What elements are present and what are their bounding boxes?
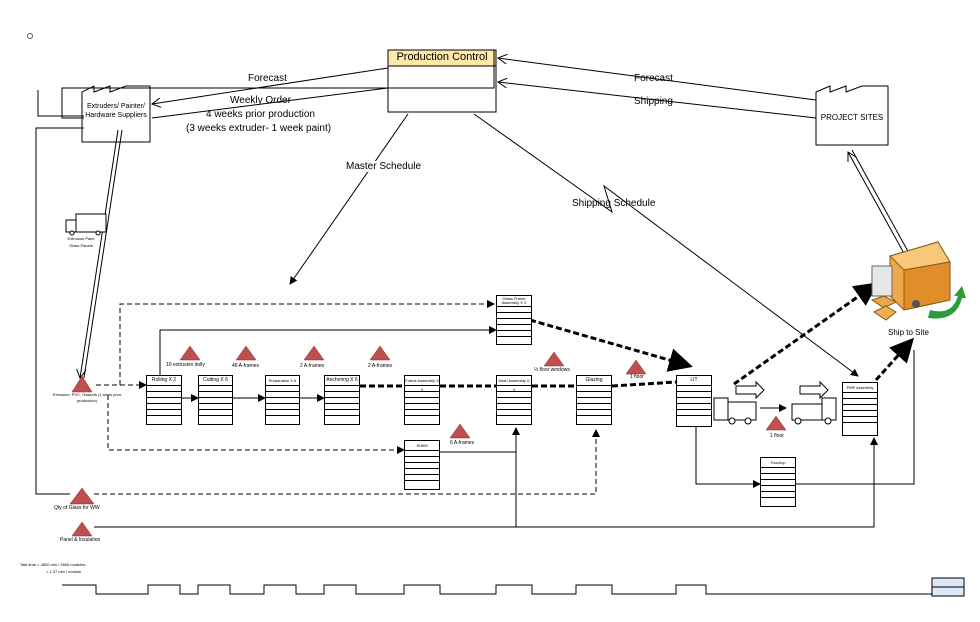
- shipment-truck-icon: [713, 380, 765, 425]
- shipping-label: Shipping: [634, 96, 673, 107]
- shipping-schedule-label: Shipping Schedule: [572, 198, 656, 209]
- process-glazing-title: Glazing: [577, 376, 611, 386]
- process-frame-assembly: Frame Assembly X 4: [404, 375, 440, 425]
- process-lit: LIT: [676, 375, 712, 427]
- inv-prep-label: 2 A-frames: [300, 363, 325, 369]
- delivery-truck-icon: [870, 241, 966, 321]
- process-pmf-title: PMF Assembly: [843, 383, 877, 393]
- supplier-name: Extruders/ Painter/ Hardware Suppliers: [85, 103, 147, 119]
- weekly-order-line: [151, 87, 389, 119]
- process-preparation: Preparation X 6: [265, 375, 300, 425]
- raw-inventory-label: Extrusion, PVC, Gaskets (1 week prior pr…: [52, 392, 122, 403]
- inv-rolling-label: 10 extrusion dolly: [166, 362, 205, 368]
- process-glass-frame-assembly: Glass Frame Assembly X 2: [496, 295, 532, 345]
- process-cutting-title: Cutting X 6: [199, 376, 232, 386]
- forecast-from-customer-arrow: [498, 58, 817, 101]
- inv-cutting-label: 46 A-frames: [232, 363, 259, 369]
- process-rolling-title: Rolling X 2: [147, 376, 181, 386]
- master-schedule-label: Master Schedule: [346, 161, 422, 172]
- supplier-truck-icon: [65, 213, 107, 236]
- process-shiim: SHIIM: [404, 440, 440, 490]
- weekly-order-line2: 4 weeks prior production: [206, 109, 315, 120]
- inv-shiim-label: 6 A-frames: [450, 440, 475, 446]
- customer-factory-icon: [815, 85, 889, 146]
- process-shiim-title: SHIIM: [405, 441, 439, 451]
- process-touchup: Touchup: [760, 457, 796, 507]
- process-pmf-assembly: PMF Assembly: [842, 382, 878, 436]
- process-rolling: Rolling X 2: [146, 375, 182, 425]
- inv-panel-label: Panel & Insulation: [60, 537, 101, 543]
- supplier-factory-icon: [81, 85, 151, 143]
- shipment-truck-icon-2: [791, 380, 837, 425]
- process-glass-frame-title: Glass Frame Assembly X 2: [497, 296, 531, 307]
- weekly-order-line3: (3 weeks extruder- 1 week paint): [186, 123, 332, 134]
- takt-time-line1: Takt time = 4800 min / 3500 modules: [20, 562, 86, 567]
- takt-time-line2: = 1.37 min / module: [46, 569, 82, 574]
- process-lit-title: LIT: [677, 376, 711, 386]
- weekly-order-line1: Weekly Order-: [230, 95, 295, 106]
- inv-sash-label: ½ floor windows: [534, 367, 570, 373]
- process-cutting: Cutting X 6: [198, 375, 233, 425]
- inv-anchoring-label: 2 A-frames: [368, 363, 393, 369]
- process-preparation-title: Preparation X 6: [266, 376, 299, 386]
- process-frame-assembly-title: Frame Assembly X 4: [405, 378, 439, 392]
- production-control-title: Production Control: [396, 51, 488, 63]
- process-anchoring-title: Anchoring X 6: [325, 376, 359, 386]
- corner-dot: [27, 33, 33, 39]
- timeline: [62, 584, 932, 595]
- forecast-right-label: Forecast: [634, 73, 673, 84]
- master-schedule-arrow: [289, 113, 409, 285]
- shipping-info-arrow: [498, 82, 817, 119]
- forecast-left-label: Forecast: [248, 73, 287, 84]
- process-touchup-title: Touchup: [761, 458, 795, 468]
- process-sash-assembly-title: Sash Assembly X 4: [497, 378, 531, 392]
- truck-items-label: Extrusion Paint Glass Panels: [67, 236, 95, 248]
- production-control-header: [387, 49, 497, 67]
- inv-lit-label: 1 floor: [770, 433, 784, 439]
- inv-glass-label: Qty of Glass for WW: [54, 505, 100, 511]
- process-glazing: Glazing: [576, 375, 612, 425]
- shipping-schedule-arrow: [473, 113, 859, 377]
- inv-glazing-label: 1 floor: [630, 374, 644, 380]
- process-anchoring: Anchoring X 6: [324, 375, 360, 425]
- forecast-to-supplier-arrow: [152, 67, 389, 104]
- ship-to-site-label: Ship to Site: [888, 328, 929, 337]
- inventory-triangles: [69, 345, 787, 537]
- process-sash-assembly: Sash Assembly X 4: [496, 375, 532, 425]
- customer-name: PROJECT SITES: [820, 113, 884, 122]
